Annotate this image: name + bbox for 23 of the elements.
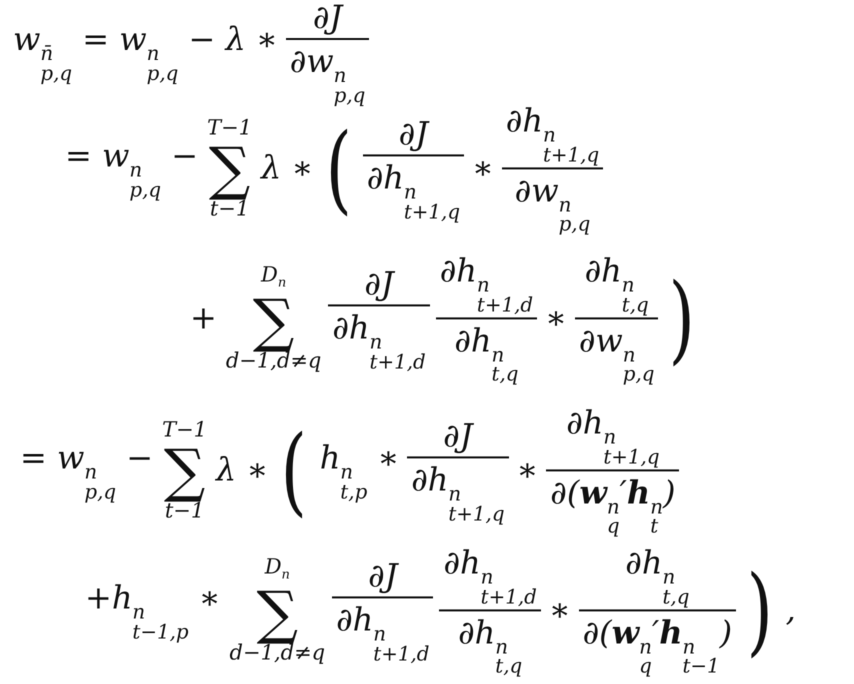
math-term: ∗ [548,590,571,630]
summation-sign: ∑ [252,291,294,350]
summation-upper-limit: T−1 [162,418,208,441]
math-term: ∗ [545,298,567,338]
math-term: λ ∗ [261,148,314,188]
summation-sign: ∑ [256,583,298,642]
math-term: λ ∗ [216,450,268,490]
summation-upper-limit: D$_{n}$ [264,556,290,584]
numerator: ∂J [368,556,398,594]
numerator: ∂J [312,0,342,36]
numerator: ∂J [443,416,473,454]
summation-upper-limit: T−1 [207,116,252,139]
parenthesis: ) [669,270,696,366]
math-term: ∗ [472,148,494,188]
math-term: ∗ [516,450,538,490]
summation-upper-limit: D$_{n}$ [260,264,286,292]
parenthesis: ( [326,120,352,216]
numerator: ∂J [398,114,428,152]
math-term: , [786,590,796,630]
numerator: ∂J [364,264,394,302]
parenthesis: ( [280,422,308,518]
parenthesis: ) [746,562,773,658]
math-term: + [190,298,217,338]
